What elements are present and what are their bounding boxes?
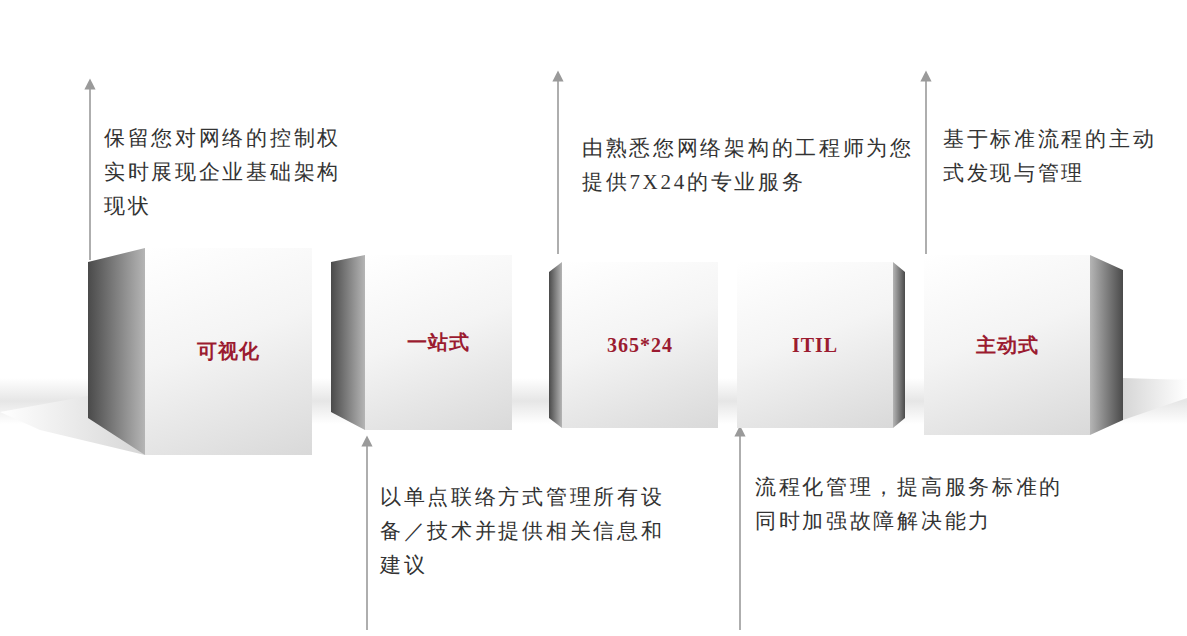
cube-face: 365*24 (562, 262, 718, 428)
cube-label: 365*24 (607, 334, 673, 357)
leader-arrow (739, 431, 741, 630)
cube-label: 主动式 (976, 332, 1039, 359)
leader-arrow (557, 76, 559, 254)
floor-shadow (1123, 378, 1187, 420)
cube-side (331, 255, 365, 430)
cube-face: 可视化 (145, 248, 312, 455)
cube-label: ITIL (792, 334, 838, 357)
cube-face: 主动式 (924, 255, 1090, 435)
leader-arrow (925, 76, 927, 254)
leader-arrow (366, 441, 368, 630)
callout-note: 流程化管理，提高服务标准的 同时加强故障解决能力 (755, 470, 1071, 538)
callout-note: 基于标准流程的主动 式发现与管理 (943, 122, 1164, 190)
cube-label: 一站式 (407, 329, 470, 356)
cube-side (88, 248, 145, 455)
cube-side (1090, 255, 1123, 435)
cube-face: ITIL (737, 262, 893, 428)
callout-note: 以单点联络方式管理所有设 备／技术并提供相关信息和 建议 (380, 480, 672, 582)
cube-side (549, 262, 562, 428)
cube-side (893, 262, 905, 428)
leader-arrow (89, 84, 91, 260)
callout-note: 保留您对网络的控制权 实时展现企业基础架构 现状 (104, 121, 349, 223)
cube-label: 可视化 (197, 338, 260, 365)
callout-note: 由熟悉您网络架构的工程师为您 提供7X24的专业服务 (582, 131, 922, 199)
cube-face: 一站式 (365, 255, 512, 430)
